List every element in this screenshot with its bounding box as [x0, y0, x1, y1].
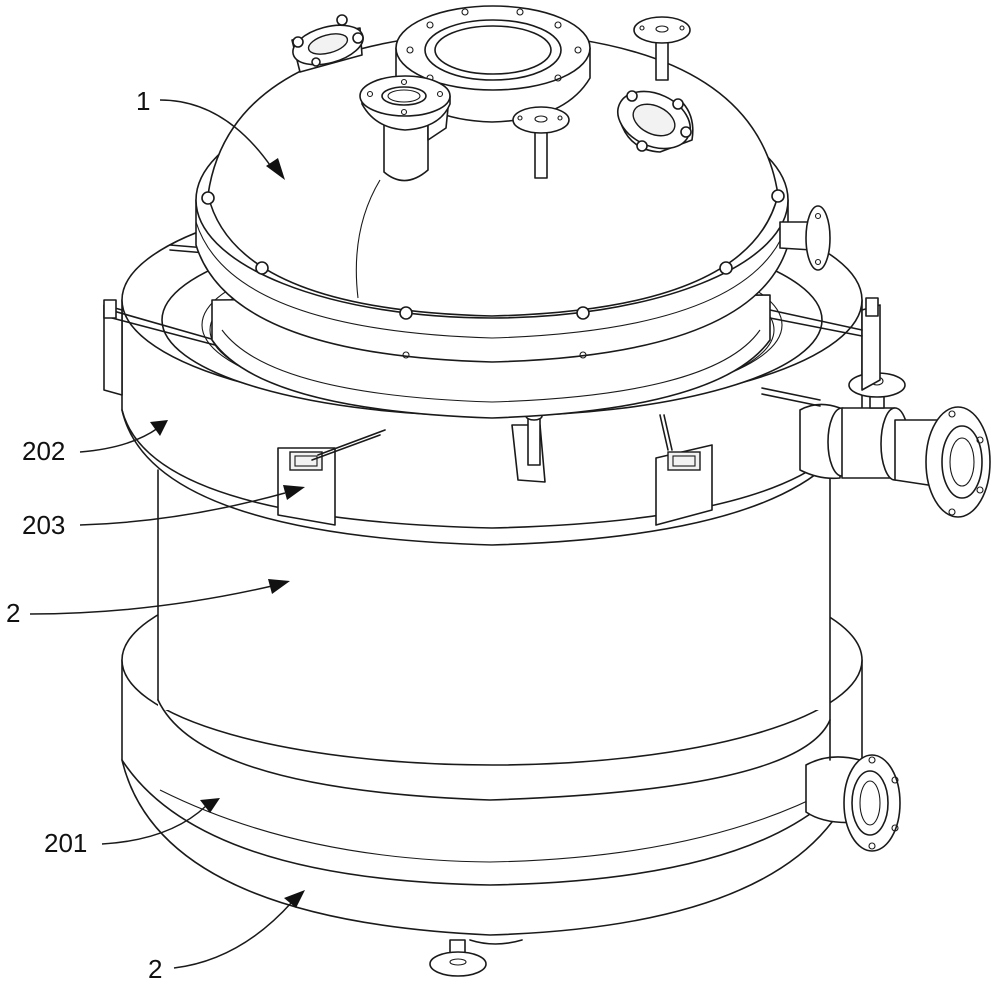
clamp-left	[277, 429, 386, 526]
lid-bolts	[201, 189, 785, 359]
label-clamp: 203	[22, 485, 305, 540]
dome-nozzle-top-right	[633, 16, 691, 81]
sight-glass-right	[617, 90, 694, 153]
manhole	[395, 5, 591, 123]
clamp-right	[655, 414, 713, 526]
label-lid: 1	[136, 86, 285, 180]
lid-side-nozzle	[779, 205, 831, 271]
label-vessel-lower: 2	[148, 890, 305, 984]
bottom-drain-nozzle	[429, 939, 523, 977]
label-vessel-upper: 2	[6, 579, 290, 628]
sight-glass-left	[291, 14, 364, 73]
label-text-vessel-lower: 2	[148, 954, 162, 984]
dome-nozzle-small	[512, 106, 570, 179]
label-text-clamp: 203	[22, 510, 65, 540]
clamp-far-left	[103, 299, 216, 396]
label-text-jacket: 201	[44, 828, 87, 858]
lower-side-nozzle	[805, 754, 901, 852]
label-text-top-ring: 202	[22, 436, 65, 466]
label-jacket: 201	[44, 798, 220, 858]
label-top-ring: 202	[22, 420, 168, 466]
dome-nozzle-large	[359, 75, 451, 182]
label-text-vessel-upper: 2	[6, 598, 20, 628]
label-text-lid: 1	[136, 86, 150, 116]
clamp-far-right	[761, 297, 881, 407]
